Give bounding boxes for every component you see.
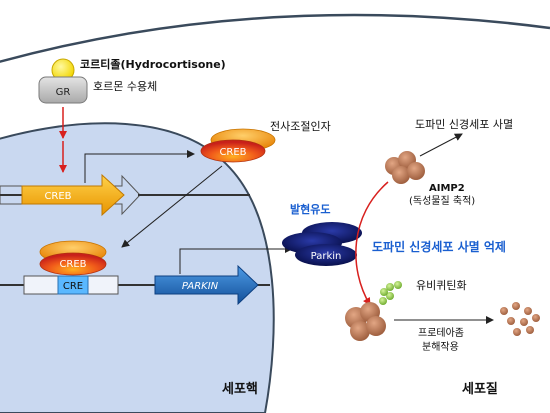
cell-death-arrow: [419, 133, 463, 157]
degraded-fragment: [513, 328, 521, 336]
creb-protein-label: CREB: [219, 147, 246, 158]
bound-creb-front: [39, 252, 107, 276]
ubiquitin-bead: [379, 297, 387, 305]
degraded-fragment: [524, 307, 532, 315]
dna-line-creb: [0, 174, 141, 216]
ubiquitin-bead: [386, 292, 394, 300]
parkin-protein-3: [295, 244, 357, 266]
parkin-gene-arrow: [154, 264, 259, 306]
degraded-fragment: [520, 318, 528, 326]
aimp2-sphere: [392, 166, 410, 184]
degraded-fragment: [526, 326, 534, 334]
creb-binding-arrow: [121, 165, 223, 248]
suppression-label: 도파민 신경세포 사멸 억제: [372, 239, 506, 254]
cre-element: [57, 275, 89, 295]
cortisol-label: 코르티졸(Hydrocortisone): [80, 57, 226, 71]
aimp2-sphere: [366, 316, 386, 336]
nucleus: [0, 122, 275, 413]
aimp2-note: (독성물질 축적): [409, 195, 475, 207]
proteasome-label-1: 프로테아좀: [418, 327, 464, 339]
expression-arrow-parkin: [179, 245, 293, 274]
nucleus-label: 세포핵: [222, 381, 258, 397]
bound-creb-label: CREB: [59, 259, 86, 270]
ubiquitin-bead: [380, 288, 388, 296]
proteasome-label-2: 분해작용: [422, 340, 459, 353]
ubiquitin-bead: [386, 283, 394, 291]
degraded-fragment: [507, 317, 515, 325]
expression-arrow-creb: [84, 150, 195, 183]
receptor-label: 호르몬 수용체: [93, 80, 157, 93]
cytoplasm-label: 세포질: [462, 382, 498, 397]
parkin-protein-label: Parkin: [311, 251, 342, 262]
transcription-factor-label: 전사조절인자: [270, 120, 331, 133]
dna-line-parkin: [0, 284, 270, 286]
ubiquitination-label: 유비퀴틴화: [416, 279, 467, 292]
degraded-fragment: [532, 314, 540, 322]
glucocorticoid-receptor: [38, 76, 88, 104]
creb-gene-arrow: [21, 173, 125, 217]
aimp2-label: AIMP2: [429, 183, 465, 194]
creb-gene-label: CREB: [44, 191, 71, 202]
aimp2-sphere: [350, 321, 370, 341]
parkin-gene-label: PARKIN: [182, 281, 219, 292]
degraded-fragment: [500, 307, 508, 315]
cell-membrane: [0, 13, 550, 63]
aimp2-sphere: [407, 162, 425, 180]
suppression-arrow: [355, 181, 389, 306]
ubiquitin-bead: [394, 281, 402, 289]
induction-label: 발현유도: [290, 202, 330, 216]
cell-death-label: 도파민 신경세포 사멸: [415, 118, 513, 131]
receptor-abbr: GR: [56, 87, 71, 98]
degraded-fragment: [512, 302, 520, 310]
cre-label: CRE: [63, 281, 83, 292]
creb-protein-front: [200, 139, 266, 163]
